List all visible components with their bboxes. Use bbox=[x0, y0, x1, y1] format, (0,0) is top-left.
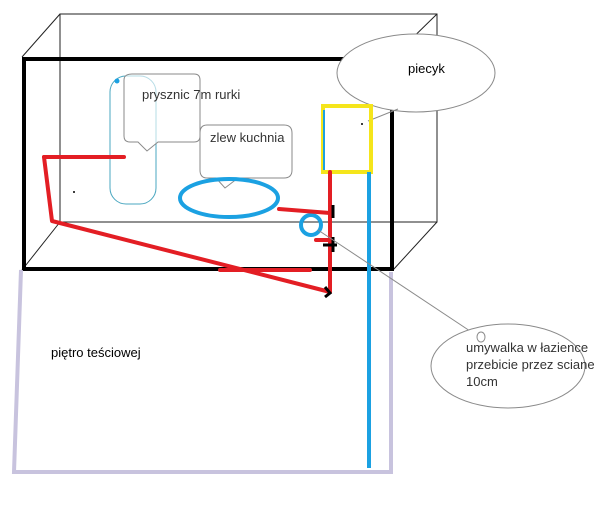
kitchen-sink-label: zlew kuchnia bbox=[210, 130, 285, 145]
shower-head-dot bbox=[114, 78, 120, 84]
lower-floor-outline bbox=[11, 269, 393, 474]
bathroom-sink-label-line2: przebicie przez sciane bbox=[466, 357, 595, 372]
back-wall-outline bbox=[59, 13, 438, 223]
shower-callout-bubble bbox=[123, 73, 201, 152]
bathroom-sink-callout-pointer bbox=[317, 229, 477, 336]
kitchen-sink-callout-bubble bbox=[199, 124, 293, 189]
perspective-edge-bottom-right bbox=[392, 221, 438, 271]
perspective-edge-top-left bbox=[21, 13, 61, 58]
room-front-frame bbox=[22, 57, 394, 271]
joint-bottom bbox=[323, 286, 333, 299]
bathroom-sink-basin bbox=[299, 213, 323, 237]
heater-callout-bubble bbox=[336, 33, 496, 113]
bathroom-sink-callout-knob bbox=[476, 331, 486, 343]
heater-box bbox=[321, 104, 373, 174]
hot-water-pipes bbox=[42, 155, 332, 294]
pipe-kitchen-sink-feed bbox=[277, 207, 332, 215]
perspective-edge-bottom-left bbox=[21, 221, 61, 271]
shower-label: prysznic 7m rurki bbox=[142, 87, 240, 102]
heater-label: piecyk bbox=[408, 61, 445, 76]
kitchen-sink-basin bbox=[178, 177, 280, 219]
bathroom-sink-callout-bubble bbox=[430, 323, 586, 409]
bathroom-sink-label-line3: 10cm bbox=[466, 374, 498, 389]
heater-dot bbox=[361, 123, 363, 125]
stray-dot bbox=[73, 191, 75, 193]
lower-floor-label: piętro teściowej bbox=[51, 345, 141, 360]
bathroom-sink-label-line1: umywalka w łazience bbox=[466, 340, 588, 355]
